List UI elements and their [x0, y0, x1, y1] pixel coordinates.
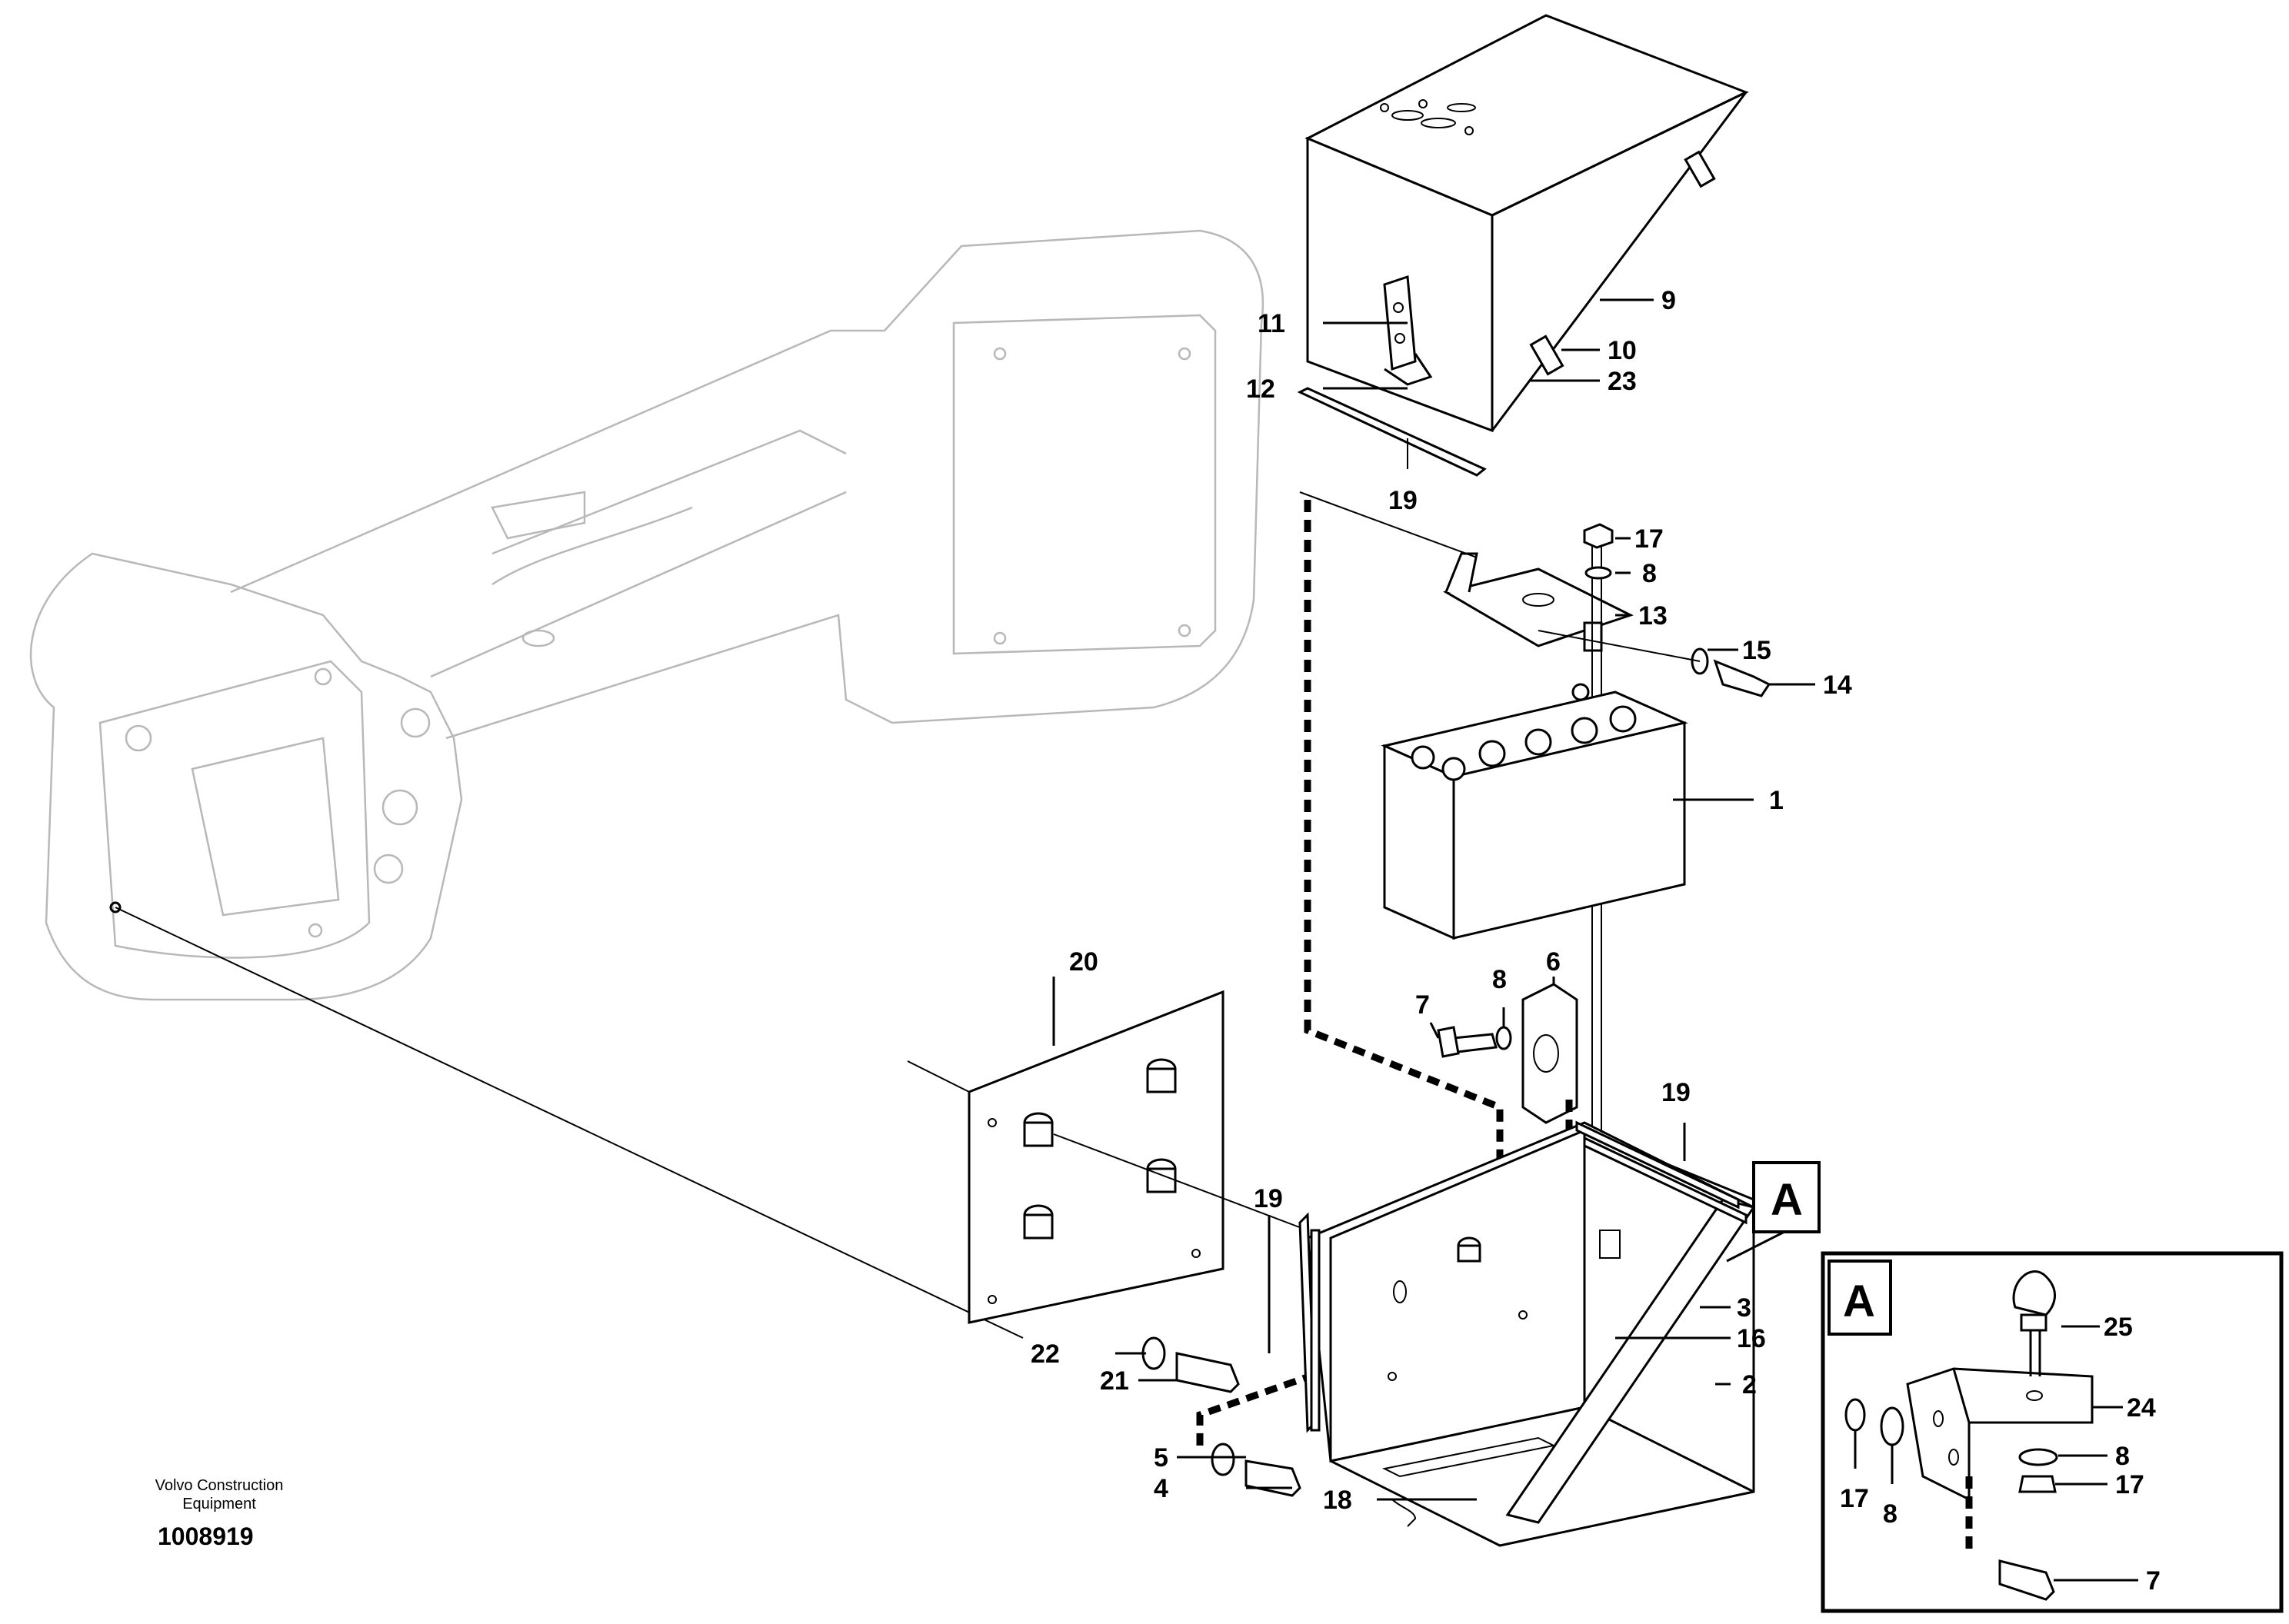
callout-15: 15	[1742, 636, 1771, 665]
frame-leader-line	[115, 907, 1024, 1339]
callout-14: 14	[1823, 671, 1852, 700]
leader-lines	[1052, 298, 2138, 1582]
detail-view-a	[1821, 1251, 2284, 1613]
seal-strip	[1297, 387, 1487, 477]
callout-11: 11	[1258, 309, 1285, 338]
battery-box	[1298, 1121, 1756, 1547]
company-line-2: Equipment	[182, 1496, 256, 1513]
seal-strip-right	[1575, 1120, 1740, 1210]
callout-5: 5	[1154, 1443, 1168, 1473]
bracket-6	[1437, 983, 1578, 1124]
seal-strip-left	[1310, 1229, 1321, 1432]
company-name: Volvo Construction Equipment	[123, 1476, 315, 1513]
callout-13: 13	[1638, 601, 1668, 631]
callout-10: 10	[1608, 336, 1637, 365]
callout-1: 1	[1769, 786, 1784, 815]
battery-box-cover	[1304, 14, 1749, 433]
frame-outline	[29, 229, 1264, 1001]
callout-23: 23	[1608, 367, 1637, 396]
callout-17b: 17	[2115, 1470, 2144, 1499]
callout-17: 17	[1634, 524, 1664, 554]
detail-callout-box	[1752, 1161, 1821, 1233]
callout-22: 22	[1031, 1339, 1060, 1369]
callout-12: 12	[1246, 374, 1275, 404]
callout-8c: 8	[2115, 1442, 2130, 1471]
callout-25: 25	[2104, 1313, 2133, 1342]
callout-6: 6	[1546, 947, 1561, 977]
battery	[1381, 683, 1688, 940]
callout-18: 18	[1323, 1486, 1352, 1515]
callout-3: 3	[1737, 1293, 1751, 1323]
drawing-number: 1008919	[158, 1522, 254, 1550]
callout-17c: 17	[1840, 1484, 1869, 1513]
callout-19a: 19	[1388, 486, 1418, 515]
callout-16: 16	[1737, 1324, 1766, 1353]
callout-2: 2	[1742, 1370, 1757, 1399]
mounting-plate-20	[907, 990, 1224, 1324]
callout-8d: 8	[1883, 1499, 1898, 1529]
detail-label-main: A	[1771, 1175, 1803, 1225]
callout-7: 7	[1415, 990, 1430, 1020]
callout-20: 20	[1069, 947, 1098, 977]
callout-19b: 19	[1254, 1184, 1283, 1213]
callout-8b: 8	[1642, 559, 1657, 588]
callout-8: 8	[1492, 965, 1507, 994]
callout-9: 9	[1661, 286, 1676, 315]
company-line-1: Volvo Construction	[155, 1477, 284, 1494]
callout-labels: 1 2 3 4 5 6 7 8 9 10 11 12 13 14 15 16 1…	[1031, 286, 2161, 1596]
callout-19c: 19	[1661, 1078, 1691, 1107]
callout-7b: 7	[2146, 1566, 2161, 1596]
callout-21: 21	[1100, 1366, 1129, 1396]
detail-label-inset: A	[1843, 1276, 1875, 1326]
callout-24: 24	[2127, 1393, 2156, 1423]
callout-4: 4	[1154, 1474, 1168, 1503]
